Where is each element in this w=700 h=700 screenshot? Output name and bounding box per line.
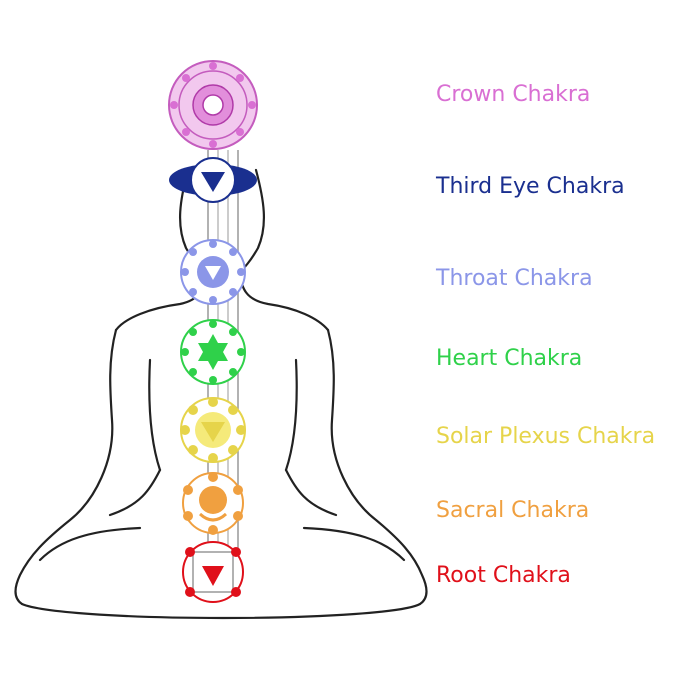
throat-chakra-symbol [180,239,246,305]
heart-chakra-symbol [180,319,246,385]
root-chakra-label: Root Chakra [436,563,571,588]
crown-chakra-label: Crown Chakra [436,82,591,107]
solar-plexus-chakra-label: Solar Plexus Chakra [436,424,656,449]
third-eye-chakra-label: Third Eye Chakra [436,174,625,199]
third-eye-chakra-symbol [169,157,257,203]
throat-chakra-label: Throat Chakra [436,266,593,291]
solar-plexus-chakra-symbol [180,397,246,463]
root-chakra-symbol [182,541,244,603]
figure-outline [14,168,428,620]
crown-chakra-symbol [168,60,258,150]
sacral-chakra-symbol [182,472,244,535]
heart-chakra-label: Heart Chakra [436,346,583,371]
sacral-chakra-label: Sacral Chakra [436,498,590,523]
